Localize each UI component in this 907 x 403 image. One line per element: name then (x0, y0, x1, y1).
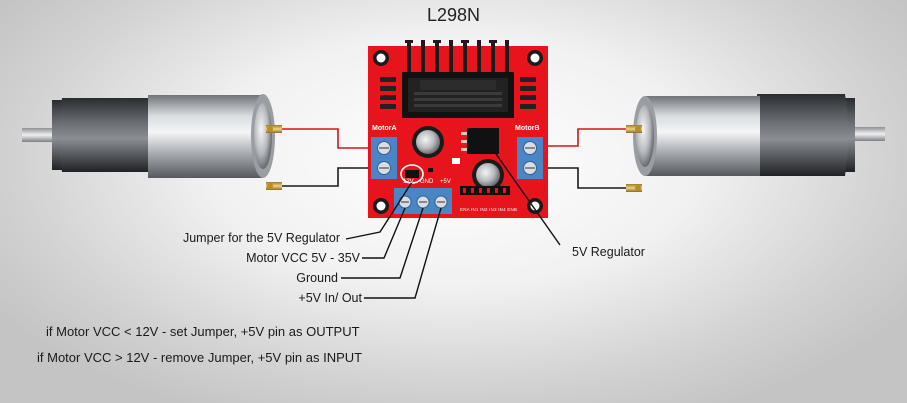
jumper-callout-label: Jumper for the 5V Regulator (182, 231, 340, 245)
jumper-callout-line (345, 181, 413, 240)
motor-a-label: MotorA (372, 125, 397, 132)
motor-wires (282, 128, 626, 189)
left-black-wire (282, 167, 378, 187)
left-motor-terminal-bottom (266, 182, 282, 190)
left-motor-gearbox (59, 98, 150, 172)
right-motor-terminal-bottom (626, 184, 642, 192)
left-motor-body (148, 95, 269, 178)
l298n-board (368, 40, 548, 218)
five-v-callout-label: +5V In/ Out (298, 291, 362, 305)
left-motor (22, 94, 282, 190)
five-v-regulator-chip (467, 128, 499, 154)
note-line-1: if Motor VCC < 12V - set Jumper, +5V pin… (46, 324, 360, 339)
ground-callout-line (341, 207, 424, 279)
right-motor (626, 94, 885, 192)
control-header (460, 186, 510, 195)
chip-pins (405, 40, 509, 74)
regulator-callout-label: 5V Regulator (572, 245, 645, 259)
five-v-jumper (405, 170, 419, 178)
right-motor-terminal-top (626, 125, 642, 133)
right-red-wire (538, 128, 626, 147)
pin-gnd-label: GND (420, 179, 434, 185)
five-v-callout-line (364, 207, 442, 299)
motor-vcc-callout-label: Motor VCC 5V - 35V (246, 251, 360, 265)
page-title: L298N (426, 5, 481, 25)
callout-lines (341, 143, 561, 299)
motor-vcc-callout-line (362, 207, 406, 259)
right-motor-gearbox (757, 94, 848, 176)
right-black-wire (538, 167, 626, 189)
right-motor-body (638, 96, 760, 176)
regulator-callout-line (488, 143, 561, 246)
left-red-wire (282, 128, 378, 149)
motor-b-label: MotorB (515, 125, 540, 132)
note-line-2: if Motor VCC > 12V - remove Jumper, +5V … (37, 350, 363, 365)
pin-12v-label: 12V (403, 179, 414, 185)
left-motor-terminal-top (266, 125, 282, 133)
control-pins-label: ENA IN1 IN2 IN3 IN4 ENB (460, 207, 518, 212)
diodes (380, 77, 536, 109)
ground-callout-label: Ground (296, 271, 338, 285)
pin-5v-label: +5V (440, 179, 451, 185)
